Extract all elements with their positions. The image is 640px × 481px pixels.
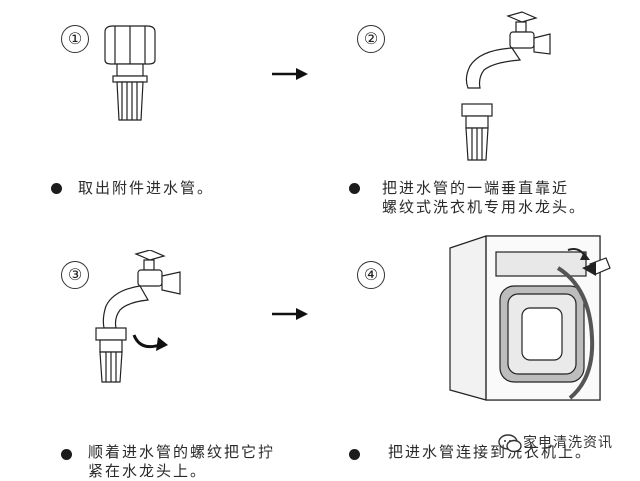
step-number-4: ④	[357, 261, 385, 289]
step-4-caption-line-1: 把进水管连接到洗衣机上。	[388, 443, 593, 461]
bullet-1	[51, 183, 62, 194]
faucet-and-hose-illustration	[461, 11, 551, 161]
bullet-3	[61, 449, 72, 460]
right-arrow-icon	[272, 308, 308, 320]
step-1-caption-line-1: 取出附件进水管。	[78, 179, 215, 197]
step-2-caption-line-2: 螺纹式洗衣机专用水龙头。	[382, 198, 587, 216]
wechat-icon	[498, 434, 522, 453]
bullet-2	[349, 183, 360, 194]
step-number-3: ③	[61, 261, 89, 289]
watermark-text: 家电清洗资讯	[523, 435, 613, 451]
hose-fitting-illustration	[104, 25, 156, 121]
step-2-caption-line-1: 把进水管的一端垂直靠近	[382, 179, 570, 197]
step-3-caption-line-1: 顺着进水管的螺纹把它拧	[88, 443, 276, 461]
step-number-1: ①	[61, 25, 89, 53]
faucet-tightening-illustration	[95, 250, 181, 383]
step-3-caption-line-2: 紧在水龙头上。	[88, 462, 208, 480]
bullet-4	[349, 449, 360, 460]
rotate-arrow-icon	[132, 334, 168, 351]
right-arrow-icon	[272, 68, 308, 80]
washing-machine-illustration	[449, 235, 611, 401]
step-number-2: ②	[357, 25, 385, 53]
